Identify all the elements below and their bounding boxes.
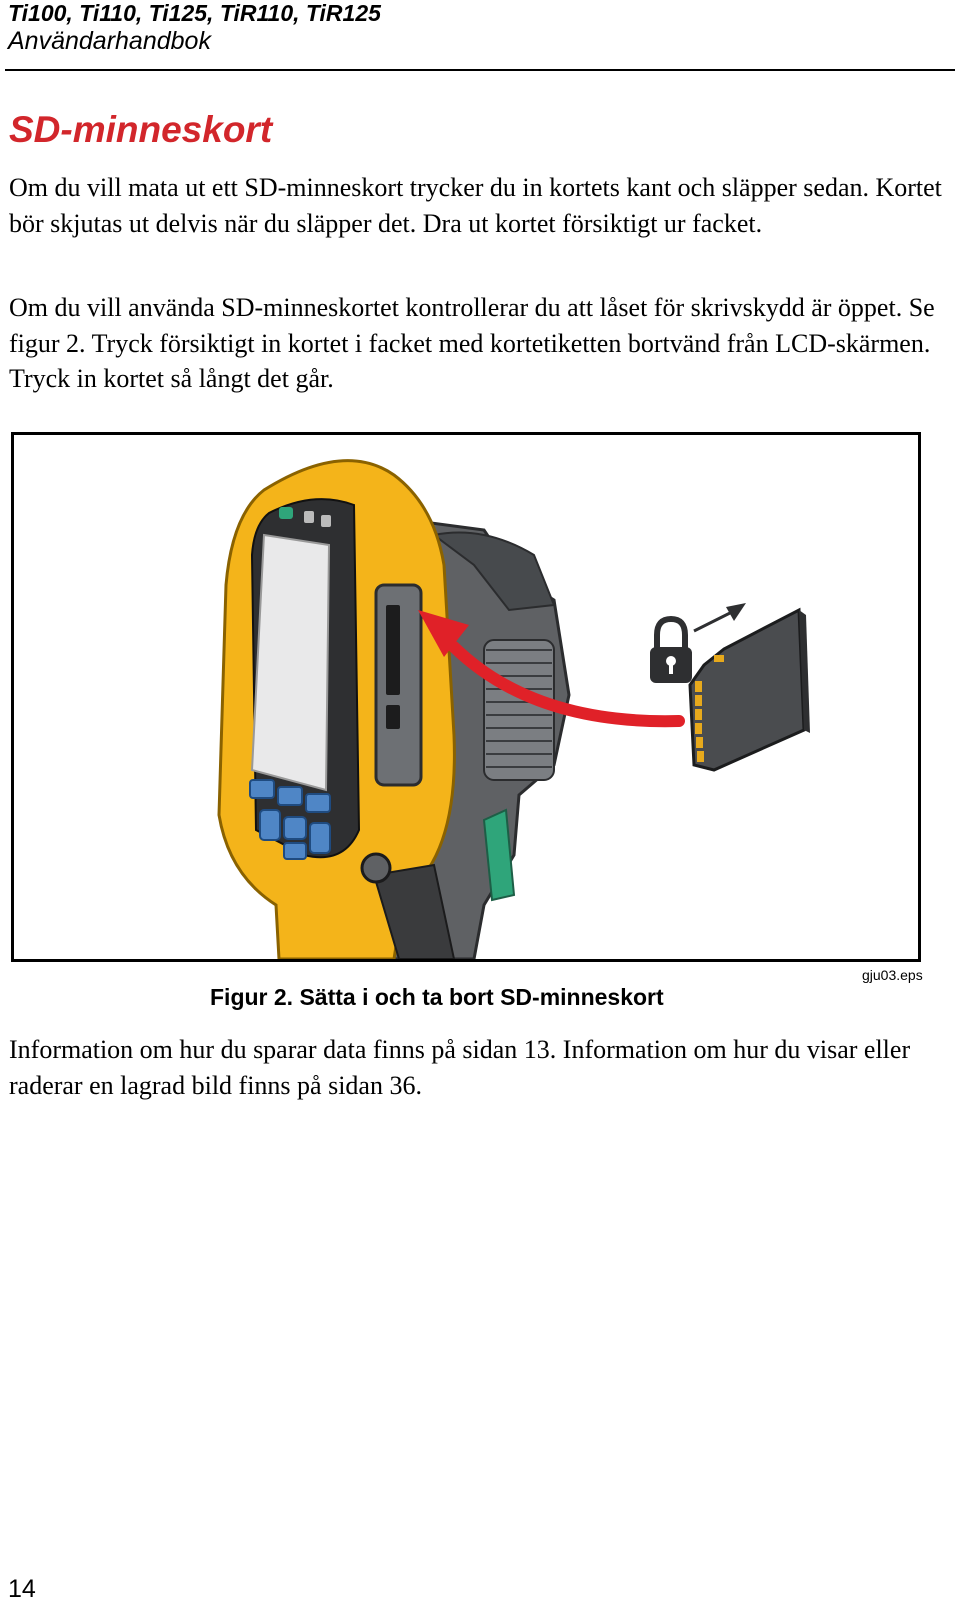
- paragraph-eject: Om du vill mata ut ett SD-minneskort try…: [9, 173, 942, 238]
- sd-card-contact: [695, 709, 702, 720]
- camera-key: [249, 779, 275, 799]
- section-title: SD-minneskort: [9, 109, 273, 150]
- sd-card: [688, 607, 810, 772]
- camera-top-button: [304, 511, 314, 523]
- camera-key: [259, 809, 281, 841]
- page-header: Ti100, Ti110, Ti125, TiR110, TiR125 Anvä…: [8, 0, 952, 56]
- camera-sd-slot: [386, 605, 400, 695]
- header-divider: [5, 69, 955, 71]
- figure-illustration: [217, 459, 810, 959]
- camera-key: [283, 842, 307, 860]
- sd-card-contact: [714, 655, 724, 662]
- sd-card-contact: [697, 751, 704, 762]
- camera-strap-ring: [360, 852, 392, 884]
- camera-hand-strap: [372, 863, 456, 959]
- camera-key: [309, 822, 331, 854]
- figure-caption: Figur 2. Sätta i och ta bort SD-minnesko…: [210, 984, 664, 1010]
- insert-arrow: [448, 641, 685, 728]
- sd-card-contact: [695, 695, 702, 706]
- sd-card-contact: [695, 681, 702, 692]
- camera-focus-wheel: [483, 639, 555, 781]
- figure-frame: [11, 432, 921, 962]
- paragraph-insert: Om du vill använda SD-minneskortet kontr…: [9, 293, 935, 393]
- page-number: 14: [8, 1575, 36, 1603]
- camera-handle-top: [431, 531, 556, 612]
- header-manual-title: Användarhandbok: [8, 27, 211, 55]
- paragraph-info: Information om hur du sparar data finns …: [9, 1035, 911, 1100]
- camera-key: [277, 786, 303, 806]
- camera-trigger: [482, 808, 516, 902]
- figure-file-name: gju03.eps: [862, 967, 923, 983]
- camera-key: [305, 793, 331, 813]
- header-models: Ti100, Ti110, Ti125, TiR110, TiR125: [8, 0, 381, 26]
- camera-lcd-screen: [250, 533, 331, 792]
- insert-arrow-head: [418, 610, 469, 657]
- lock-icon: [650, 615, 692, 683]
- arrow-icon: [693, 603, 746, 633]
- camera-usb-port: [386, 705, 400, 729]
- camera-top-button: [321, 515, 331, 527]
- sd-card-contact: [695, 723, 702, 734]
- sd-card-contact: [696, 737, 703, 748]
- camera-key: [283, 816, 307, 840]
- camera-top-button: [279, 507, 293, 519]
